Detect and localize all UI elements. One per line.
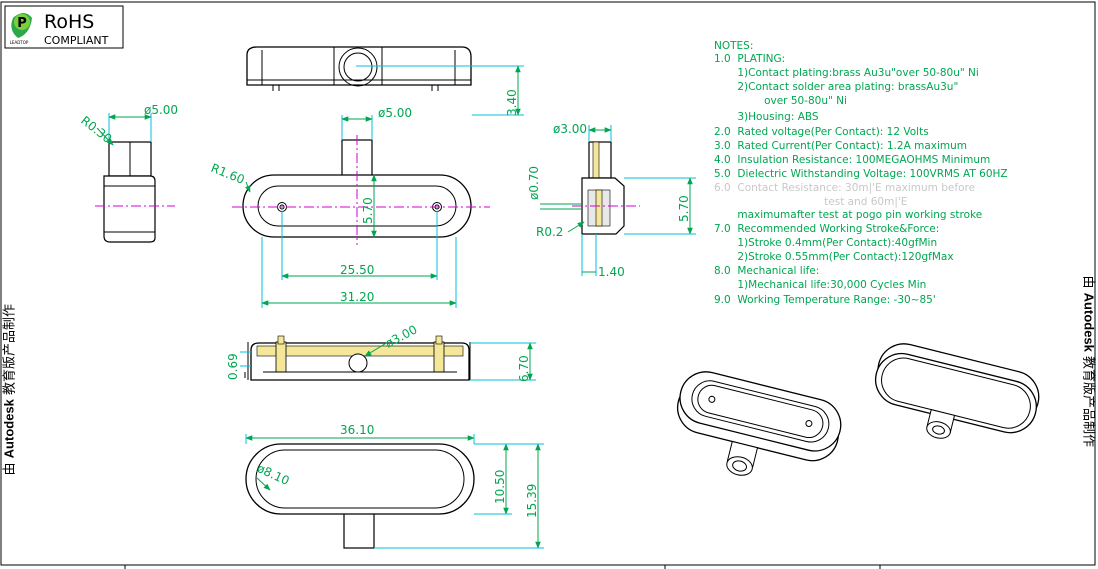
dim-bot-width: 36.10: [340, 423, 374, 437]
note-line: test and 60m|'E: [714, 196, 907, 208]
front-view: ø5.00 R1.60 5.70 25.50 31.20: [209, 106, 490, 308]
note-line: 2)Contact solder area plating: brassAu3u…: [714, 81, 958, 93]
section-view: 0.69 ø3.00 6.70: [226, 322, 536, 382]
dim-front-width: 31.20: [340, 290, 374, 304]
note-line: 8.0 Mechanical life:: [714, 265, 819, 277]
notes-header: NOTES:: [714, 40, 753, 52]
watermark-left: 由 Autodesk 教育版产品制作: [1, 303, 18, 476]
dim-bot-h1: 10.50: [493, 470, 507, 504]
dim-front-radius: R1.60: [209, 161, 247, 187]
dim-sec-height: 6.70: [517, 355, 531, 382]
notes-block: NOTES: 1.0 PLATING: 1)Contact plating:br…: [714, 40, 1008, 306]
side-view: ø5.00 R0.30: [78, 103, 178, 243]
note-line: 1)Stroke 0.4mm(Per Contact):40gfMin: [714, 237, 937, 249]
note-line: 1)Contact plating:brass Au3u"over 50-80u…: [714, 67, 979, 79]
note-line: 1.0 PLATING:: [714, 53, 785, 65]
note-line: 5.0 Dielectric Withstanding Voltage: 100…: [714, 168, 1008, 180]
dim-front-dia: ø5.00: [378, 106, 412, 120]
rohs-text: RoHS: [44, 11, 94, 33]
dim-rs-pin-dia: ø0.70: [527, 166, 541, 200]
right-side-view: ø3.00 ø0.70 R0.2 5.70 1.40: [527, 122, 696, 279]
svg-text:P: P: [17, 16, 27, 31]
note-line: 2.0 Rated voltage(Per Contact): 12 Volts: [714, 126, 929, 138]
dim-rs-dia: ø3.00: [553, 122, 587, 136]
dim-top-height: 3.40: [505, 89, 519, 116]
note-line: 4.0 Insulation Resistance: 100MEGAOHMS M…: [714, 154, 990, 166]
watermark-right: 由 Autodesk 教育版产品制作: [1080, 275, 1097, 448]
dim-rs-width: 1.40: [598, 265, 625, 279]
rohs-logo: P LEADTOP RoHS COMPLIANT: [4, 5, 124, 49]
dim-front-pitch: 25.50: [340, 263, 374, 277]
dim-front-height: 5.70: [361, 197, 375, 224]
isometric-view-back: [874, 343, 1040, 439]
note-line: 6.0 Contact Resistance: 30m|'E maximum b…: [714, 182, 975, 194]
logo-brand: LEADTOP: [10, 40, 29, 45]
note-line: 1)Mechanical life:30,000 Cycles Min: [714, 279, 926, 291]
note-line: 2)Stroke 0.55mm(Per Contact):120gfMax: [714, 251, 954, 263]
dim-sec-left: 0.69: [226, 353, 240, 380]
bottom-view: 36.10 ø8.10 10.50 15.39: [245, 423, 544, 549]
dim-rs-height: 5.70: [677, 195, 691, 222]
dim-bot-h2: 15.39: [525, 484, 539, 518]
dim-side-dia: ø5.00: [144, 103, 178, 117]
note-line: 9.0 Working Temperature Range: -30~85': [714, 294, 936, 306]
note-line: 3.0 Rated Current(Per Contact): 1.2A max…: [714, 140, 967, 152]
top-view: 3.40: [246, 46, 524, 116]
isometric-view-front: [676, 371, 842, 476]
note-line: maximumafter test at pogo pin working st…: [714, 209, 982, 221]
dim-rs-radius: R0.2: [536, 225, 563, 239]
note-line: 3)Housing: ABS: [714, 111, 819, 123]
note-line: over 50-80u" Ni: [714, 95, 847, 107]
compliant-text: COMPLIANT: [44, 34, 109, 47]
note-line: 7.0 Recommended Working Stroke&Force:: [714, 223, 939, 235]
